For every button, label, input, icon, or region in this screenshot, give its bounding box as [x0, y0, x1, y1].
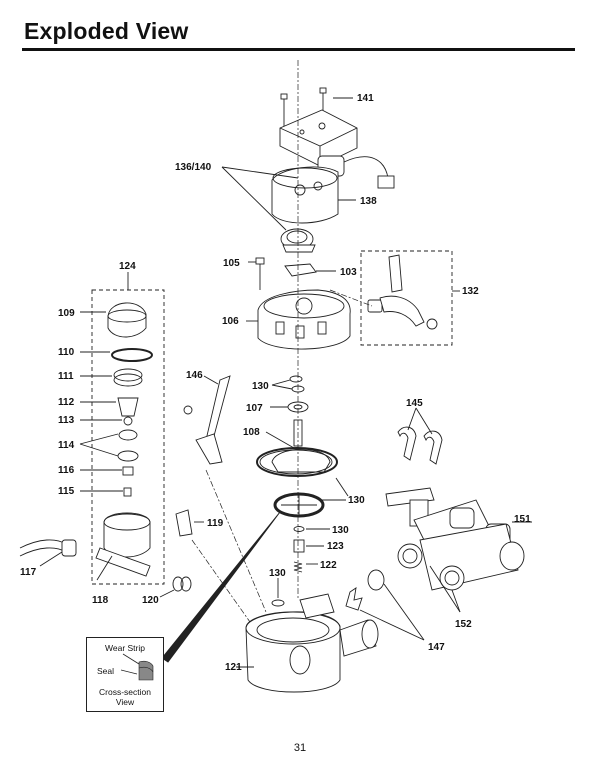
- bypass-fittings: [367, 254, 438, 330]
- clip-119: [175, 509, 204, 537]
- part-123: [293, 539, 305, 553]
- bypass-valve: [385, 487, 532, 591]
- label-112: 112: [58, 397, 75, 408]
- label-130-c: 130: [332, 525, 349, 536]
- part-115: [80, 487, 132, 497]
- part-116: [80, 466, 134, 476]
- washer-107: [270, 401, 309, 413]
- part-113: [80, 416, 133, 426]
- screen-112: [80, 397, 139, 417]
- label-118: 118: [92, 595, 109, 606]
- screw-105: [248, 257, 265, 290]
- clip-103: [284, 263, 336, 277]
- cross-section-caption-1: Cross-section: [99, 687, 151, 697]
- label-121: 121: [225, 662, 242, 673]
- cross-section-drawing: [120, 653, 154, 681]
- orings-130-upper: [271, 375, 305, 393]
- cross-section-seal: Seal: [97, 666, 115, 676]
- label-130-b: 130: [348, 495, 365, 506]
- label-115: 115: [58, 486, 75, 497]
- clips-145: [397, 407, 443, 465]
- label-119: 119: [207, 518, 224, 529]
- label-117: 117: [20, 567, 37, 578]
- gear-housing: [271, 166, 356, 224]
- piston-108: [256, 419, 338, 477]
- label-132: 132: [462, 286, 479, 297]
- label-124: 124: [119, 261, 136, 272]
- label-136-140: 136/140: [175, 162, 212, 173]
- part-labels: 141 136/140 138 124 105 103 132 109 106 …: [20, 93, 531, 673]
- arm-146: [183, 375, 231, 465]
- drive-gear: [280, 228, 316, 253]
- valve-head: [246, 289, 351, 350]
- cross-section-wear-strip: Wear Strip: [105, 643, 145, 653]
- oring-130-mid: [293, 526, 305, 532]
- label-145: 145: [406, 398, 423, 409]
- label-147: 147: [428, 642, 445, 653]
- label-123: 123: [327, 541, 344, 552]
- label-103: 103: [340, 267, 357, 278]
- page-number: 31: [293, 742, 307, 754]
- injector-body-118: [95, 512, 151, 581]
- label-110: 110: [58, 347, 75, 358]
- label-130-a: 130: [252, 381, 269, 392]
- title-rule: [22, 48, 575, 51]
- orings-120: [159, 576, 192, 598]
- bypass-box: [360, 250, 453, 346]
- cross-section-inset: Wear Strip Seal Cross-section View: [86, 637, 164, 712]
- part-111: [80, 368, 143, 387]
- label-151: 151: [514, 514, 531, 525]
- spring-122: [293, 561, 318, 573]
- tube-117: [19, 539, 77, 567]
- valve-body-121: [236, 593, 379, 693]
- label-141: 141: [357, 93, 374, 104]
- leader-136-a: [221, 166, 287, 231]
- injector-cap-109: [80, 302, 147, 338]
- label-108: 108: [243, 427, 260, 438]
- leader-136-b: [221, 166, 299, 179]
- page-title: Exploded View: [24, 18, 189, 44]
- label-122: 122: [320, 560, 337, 571]
- leader-152-a: [429, 565, 461, 613]
- label-146: 146: [186, 370, 203, 381]
- label-105: 105: [223, 258, 240, 269]
- label-113: 113: [58, 415, 75, 426]
- label-120: 120: [142, 595, 159, 606]
- leader-152-b: [451, 589, 461, 613]
- cross-section-caption-2: View: [115, 697, 135, 707]
- label-130-d: 130: [269, 568, 286, 579]
- cross-section-pointer: [161, 511, 281, 663]
- rotor-disk: [273, 492, 325, 518]
- label-152: 152: [455, 619, 472, 630]
- label-106: 106: [222, 316, 239, 327]
- label-107: 107: [246, 403, 263, 414]
- turbine-147: [345, 569, 425, 641]
- label-109: 109: [58, 308, 75, 319]
- part-114: [79, 429, 139, 462]
- label-116: 116: [58, 465, 75, 476]
- oring-130-lower: [271, 599, 285, 607]
- oring-110: [80, 348, 153, 362]
- label-114: 114: [58, 440, 75, 451]
- label-111: 111: [58, 371, 74, 382]
- label-138: 138: [360, 196, 377, 207]
- alignment-lines: [191, 60, 373, 623]
